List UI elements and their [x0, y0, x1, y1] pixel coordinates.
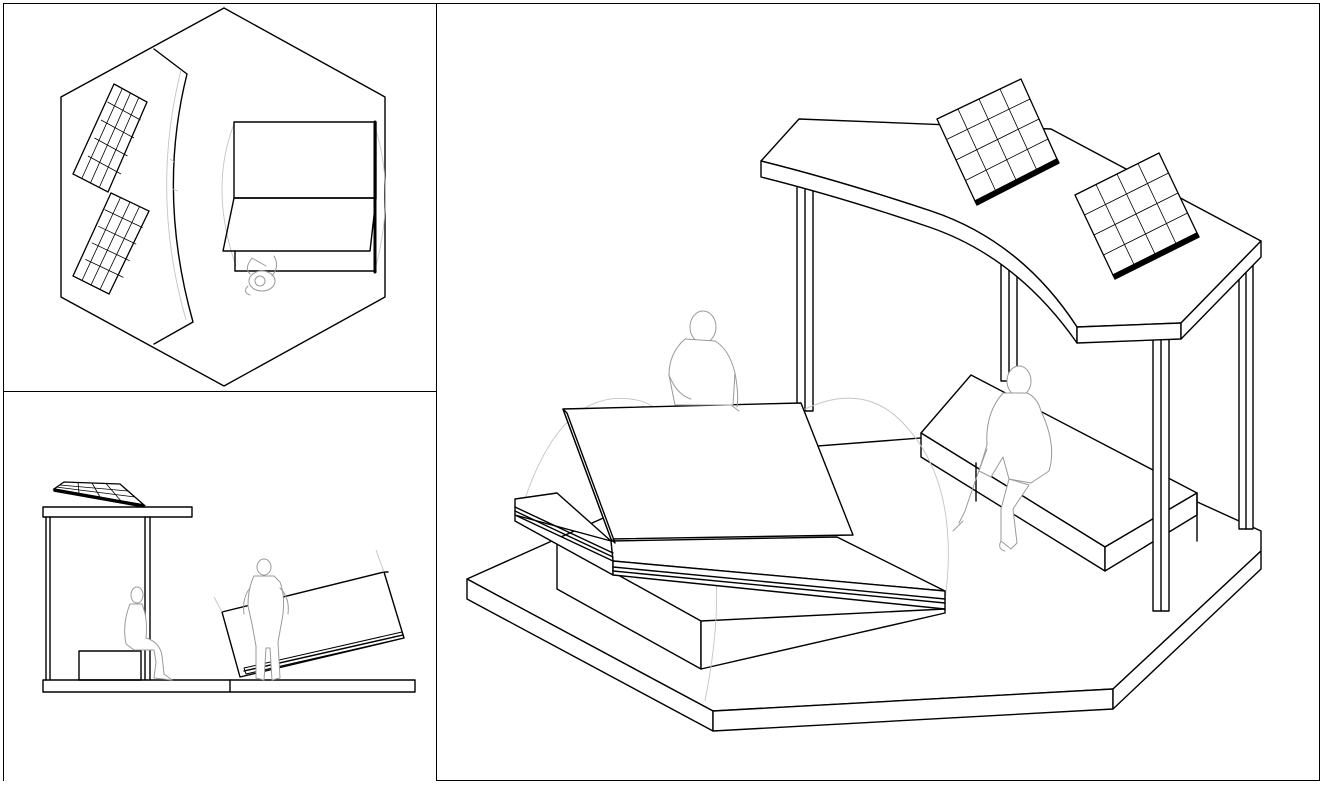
axo-bed-backrest — [562, 402, 854, 544]
axo-back-posts — [796, 170, 1018, 412]
plan-swing-arc-left — [221, 123, 237, 267]
plan-bed-seat — [222, 197, 377, 252]
elevation-canopy-posts — [45, 516, 151, 681]
plan-person-figure — [244, 255, 278, 296]
elevation-tilted-bed — [213, 549, 405, 678]
elevation-platform — [42, 679, 416, 693]
axonometric-view-panel — [436, 3, 1320, 781]
plan-solar-panel-1 — [72, 83, 148, 193]
axonometric-drawing — [466, 78, 1262, 732]
axo-solar-panel-1 — [936, 78, 1060, 206]
axo-seated-person — [952, 365, 1053, 552]
plan-canopy-edge — [153, 48, 194, 345]
elevation-solar-panel — [52, 481, 147, 508]
elevation-drawing — [42, 481, 416, 693]
plan-view-panel — [3, 3, 437, 392]
plan-swing-arc-right — [373, 123, 386, 267]
axo-bed-lower-layer — [514, 492, 946, 610]
plan-drawing — [60, 7, 386, 387]
elevation-standing-person — [243, 558, 289, 681]
elevation-canopy-roof — [42, 506, 193, 518]
axo-swing-arc-right — [800, 397, 949, 602]
elevation-seated-person — [124, 586, 173, 681]
plan-canopy-inner-edge — [166, 69, 187, 321]
plan-solar-panel-2 — [72, 192, 150, 295]
plan-bed-back — [233, 121, 377, 199]
elevation-view-panel — [3, 391, 437, 781]
plan-platform-hexagon — [60, 7, 386, 387]
axo-bed-base — [556, 540, 946, 670]
axo-canopy-roof — [760, 118, 1262, 344]
axo-standing-person — [668, 310, 740, 412]
elevation-seat-block — [78, 650, 142, 681]
axo-solar-panel-2 — [1074, 152, 1200, 280]
